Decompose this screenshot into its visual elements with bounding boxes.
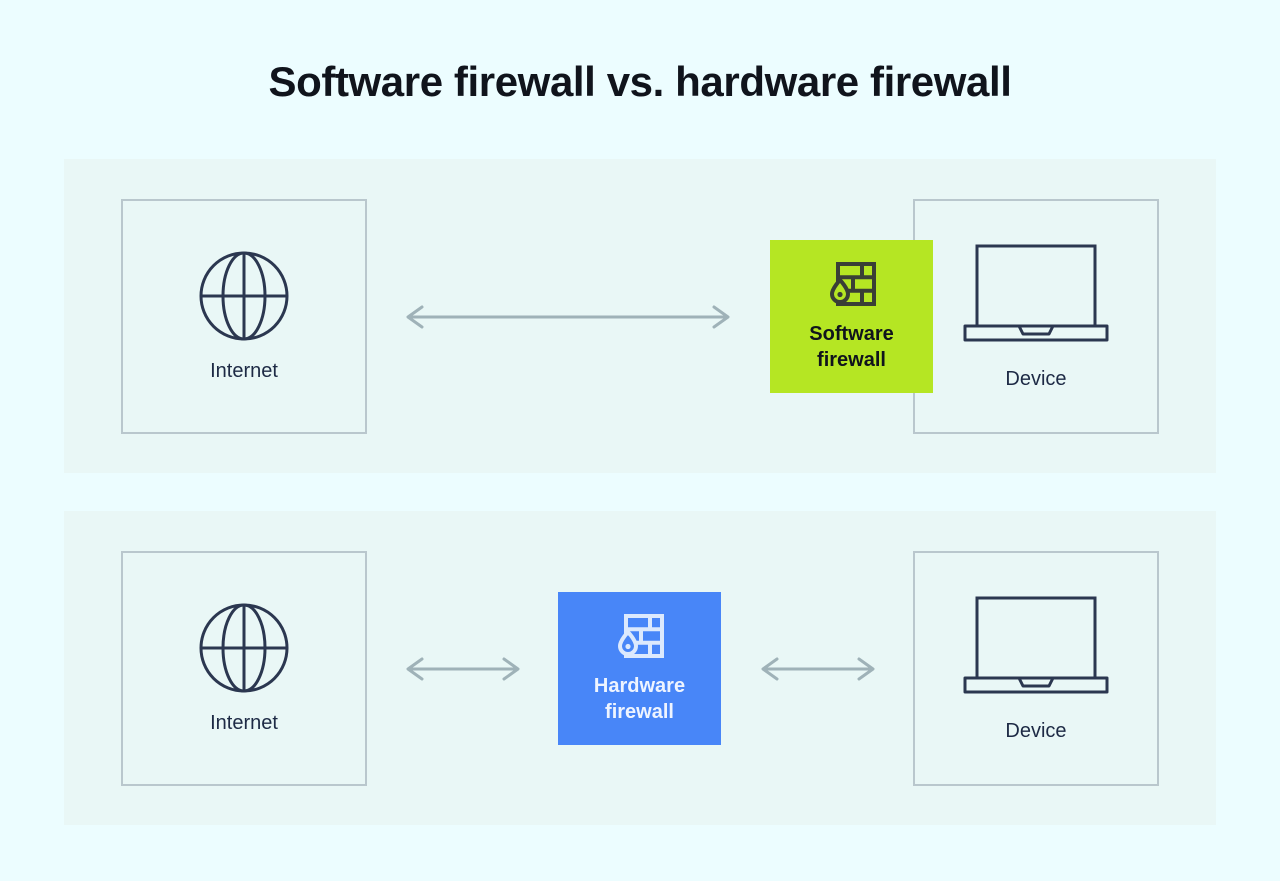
- software-firewall-label: Software firewall: [809, 322, 894, 371]
- node-label-internet: Internet: [210, 360, 278, 382]
- connector-internet-to-firewall: [398, 657, 528, 681]
- software-firewall-tile[interactable]: Software firewall: [770, 240, 933, 393]
- node-label-internet: Internet: [210, 712, 278, 734]
- firewall-icon: [615, 613, 665, 659]
- firewall-icon: [827, 261, 877, 307]
- hardware-firewall-panel: Internet: [64, 511, 1216, 825]
- connector-firewall-to-device: [753, 657, 883, 681]
- hardware-firewall-label: Hardware firewall: [593, 674, 686, 723]
- software-row: Internet Device: [64, 159, 1216, 473]
- node-label-device: Device: [1005, 368, 1067, 390]
- software-firewall-panel: Internet Device: [64, 159, 1216, 473]
- laptop-icon: [963, 594, 1109, 694]
- globe-icon: [198, 602, 290, 694]
- node-internet-software-row: Internet: [121, 199, 367, 434]
- node-label-device: Device: [1005, 720, 1067, 742]
- hardware-firewall-tile[interactable]: Hardware firewall: [558, 592, 721, 745]
- laptop-icon: [963, 242, 1109, 342]
- node-device-software-row: Device: [913, 199, 1159, 434]
- node-internet-hardware-row: Internet: [121, 551, 367, 786]
- hardware-row: Internet: [64, 511, 1216, 825]
- node-device-hardware-row: Device: [913, 551, 1159, 786]
- connector-internet-to-device: [398, 305, 738, 329]
- globe-icon: [198, 250, 290, 342]
- page-title: Software firewall vs. hardware firewall: [268, 58, 1012, 105]
